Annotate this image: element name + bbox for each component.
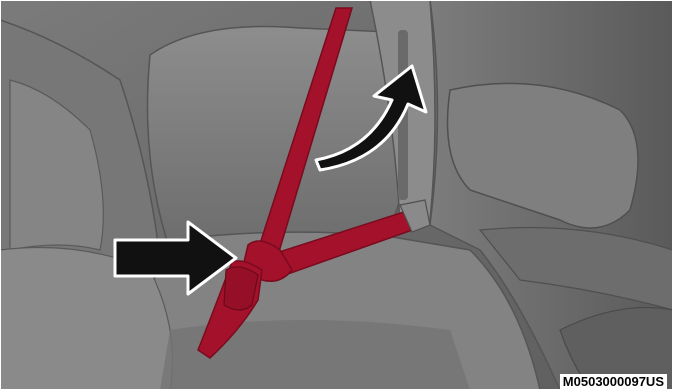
figure-code-label: M0503000097US xyxy=(560,374,667,389)
buckle-housing xyxy=(224,267,258,310)
